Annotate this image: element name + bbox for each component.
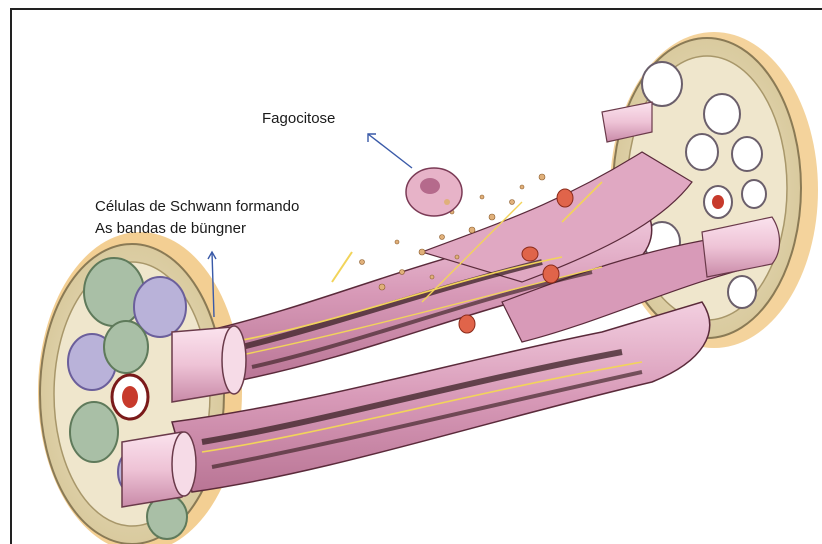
nerve-regeneration-illustration xyxy=(12,10,822,544)
schwann-cells-label: Células de Schwann formando As bandas de… xyxy=(95,196,299,240)
macrophage-cell xyxy=(406,168,462,216)
fagocitose-label: Fagocitose xyxy=(262,108,335,130)
figure-frame: Fagocitose Células de Schwann formando A… xyxy=(10,8,822,544)
schwann-label-line-1: Células de Schwann formando xyxy=(95,196,299,218)
schwann-label-line-2: As bandas de büngner xyxy=(95,218,299,240)
